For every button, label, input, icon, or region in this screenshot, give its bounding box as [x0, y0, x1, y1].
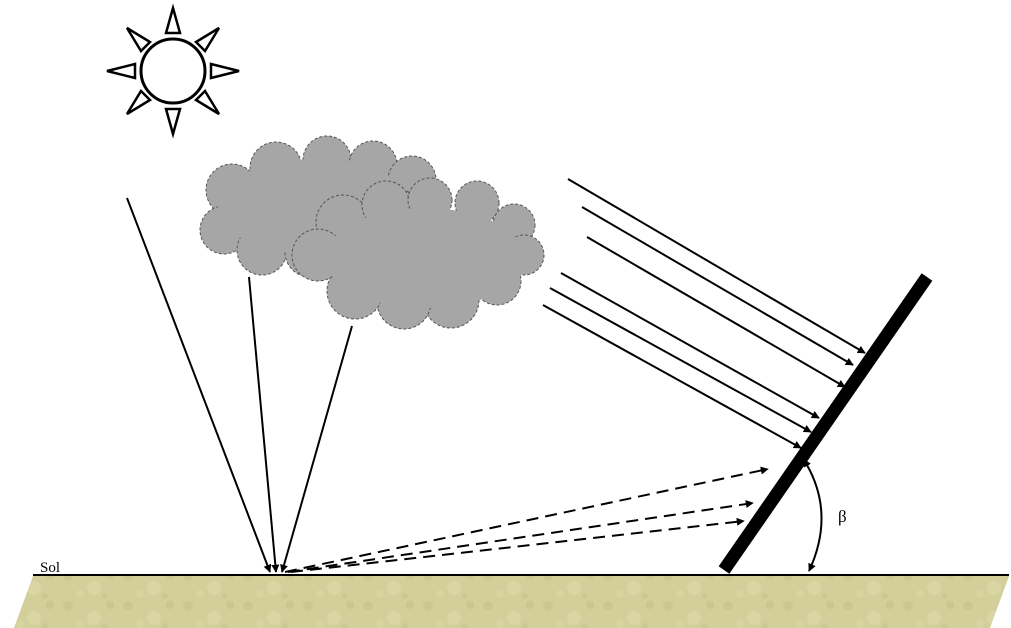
sun-icon: [107, 8, 239, 134]
ground-surface: [14, 576, 1009, 628]
tilt-angle-arc: [807, 465, 822, 571]
tilt-angle-label: β: [838, 507, 847, 526]
reflected-radiation-rays: [285, 469, 768, 572]
solar-panel: [724, 277, 927, 570]
ground-label: Sol: [40, 560, 60, 576]
direct-radiation-rays: [543, 179, 865, 448]
